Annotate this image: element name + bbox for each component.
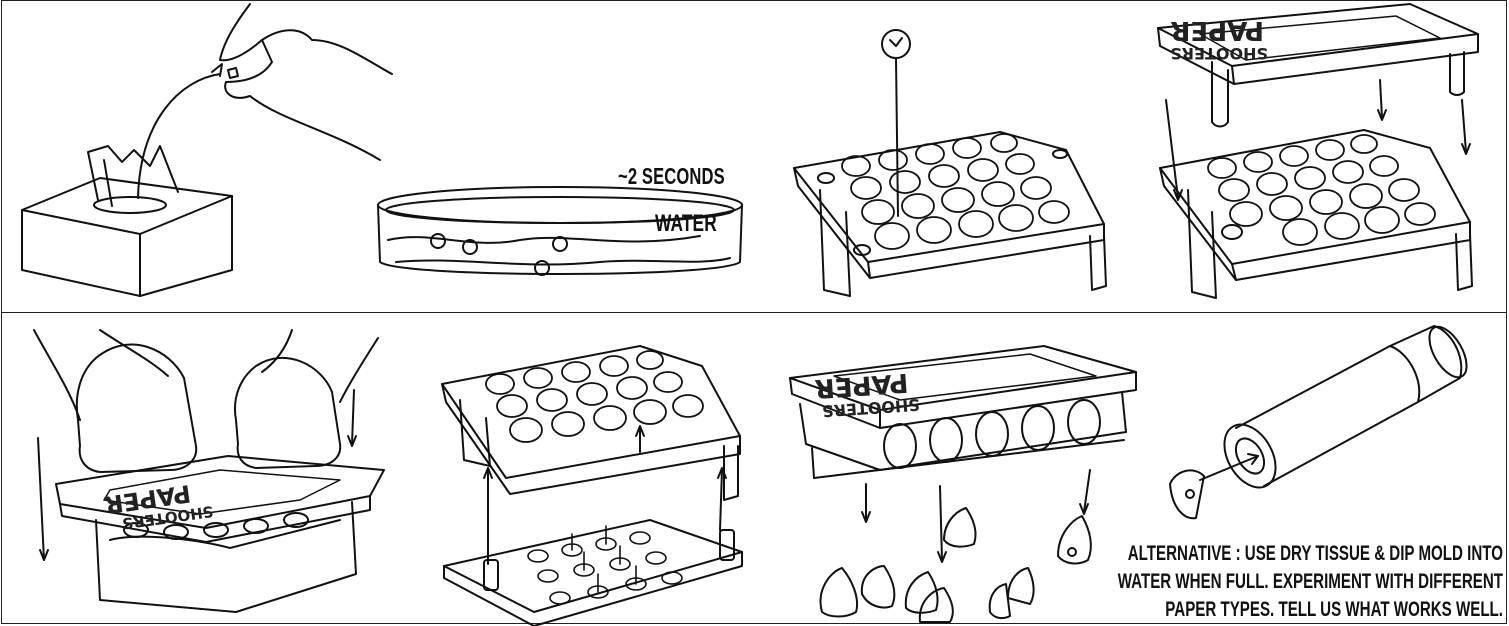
note-line-1: ALTERNATIVE : USE DRY TISSUE & DIP MOLD … — [1114, 540, 1503, 568]
tray-brand-marks: PAPER SHOOTERS PAPER SHOOTERS PAPER SHOO… — [103, 15, 1268, 533]
step8-loading-tube — [1170, 321, 1474, 518]
step1-hand — [138, 4, 392, 198]
water-label: WATER — [655, 210, 717, 238]
note-line-2: WATER WHEN FULL. EXPERIMENT WITH DIFFERE… — [1114, 568, 1503, 596]
duration-label: ~2 SECONDS — [618, 163, 725, 190]
note-line-3: PAPER TYPES. TELL US WHAT WORKS WELL. — [1114, 596, 1503, 624]
step5-press — [34, 330, 384, 612]
step6-demold — [442, 346, 742, 626]
step1-tissue-box — [22, 146, 232, 296]
alternative-note: ALTERNATIVE : USE DRY TISSUE & DIP MOLD … — [963, 540, 1503, 624]
step3-mold — [794, 30, 1106, 296]
brand-mark-panel4-b: SHOOTERS — [1170, 44, 1268, 63]
brand-mark-panel4-a: PAPER — [1170, 15, 1264, 45]
